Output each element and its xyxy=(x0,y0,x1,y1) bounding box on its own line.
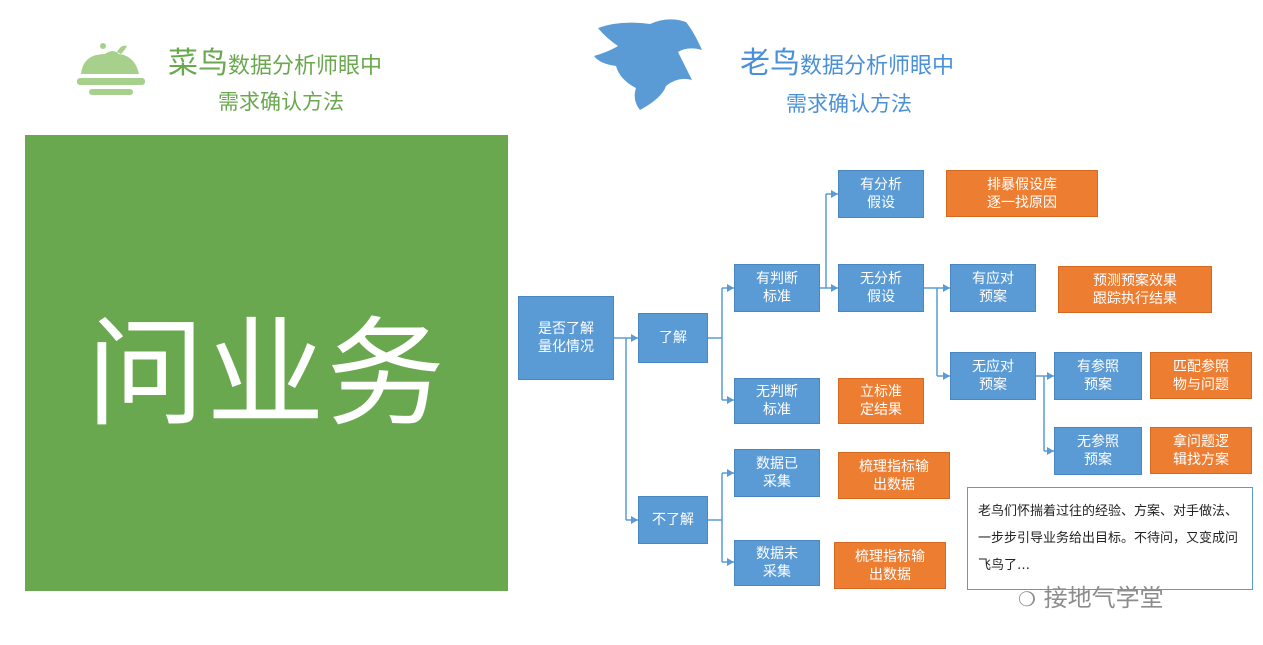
node-has-criteria: 有判断 标准 xyxy=(734,264,820,312)
node-collected: 数据已 采集 xyxy=(734,449,820,497)
right-subtitle: 需求确认方法 xyxy=(786,92,912,116)
left-subtitle: 需求确认方法 xyxy=(218,90,344,114)
left-title: 菜鸟数据分析师眼中 xyxy=(168,46,383,81)
outcome-sort-metrics-1: 梳理指标输 出数据 xyxy=(838,452,950,499)
node-no-hypothesis: 无分析 假设 xyxy=(838,264,924,312)
node-not-collected: 数据未 采集 xyxy=(734,540,820,586)
wechat-icon: ❍ xyxy=(1018,587,1036,611)
node-has-ref: 有参照 预案 xyxy=(1054,352,1142,400)
note-box: 老鸟们怀揣着过往的经验、方案、对手做法、一步步引导业务给出目标。不待问，又变成问… xyxy=(967,487,1253,590)
outcome-match-reference: 匹配参照 物与问题 xyxy=(1150,352,1252,399)
node-know: 了解 xyxy=(638,313,708,363)
node-root: 是否了解 量化情况 xyxy=(518,296,614,380)
watermark: ❍ 接地气学堂 xyxy=(1018,578,1164,613)
outcome-hypothesis-library: 排暴假设库 逐一找原因 xyxy=(946,170,1098,217)
outcome-predict-plan: 预测预案效果 跟踪执行结果 xyxy=(1058,266,1212,313)
main-label-block: 问业务 xyxy=(25,135,508,591)
node-unknown: 不了解 xyxy=(638,496,708,544)
outcome-find-plan: 拿问题逻 辑找方案 xyxy=(1150,427,1252,474)
node-has-plan: 有应对 预案 xyxy=(950,264,1036,312)
node-has-hypothesis: 有分析 假设 xyxy=(838,170,924,218)
node-no-criteria: 无判断 标准 xyxy=(734,378,820,424)
outcome-set-criteria: 立标准 定结果 xyxy=(838,378,924,424)
node-no-plan: 无应对 预案 xyxy=(950,352,1036,400)
node-no-ref: 无参照 预案 xyxy=(1054,427,1142,475)
eagle-icon xyxy=(594,19,702,110)
right-title: 老鸟数据分析师眼中 xyxy=(740,46,955,81)
main-label: 问业务 xyxy=(86,304,447,443)
outcome-sort-metrics-2: 梳理指标输 出数据 xyxy=(834,542,946,589)
chicken-icon xyxy=(77,43,145,95)
watermark-text: 接地气学堂 xyxy=(1043,584,1164,612)
